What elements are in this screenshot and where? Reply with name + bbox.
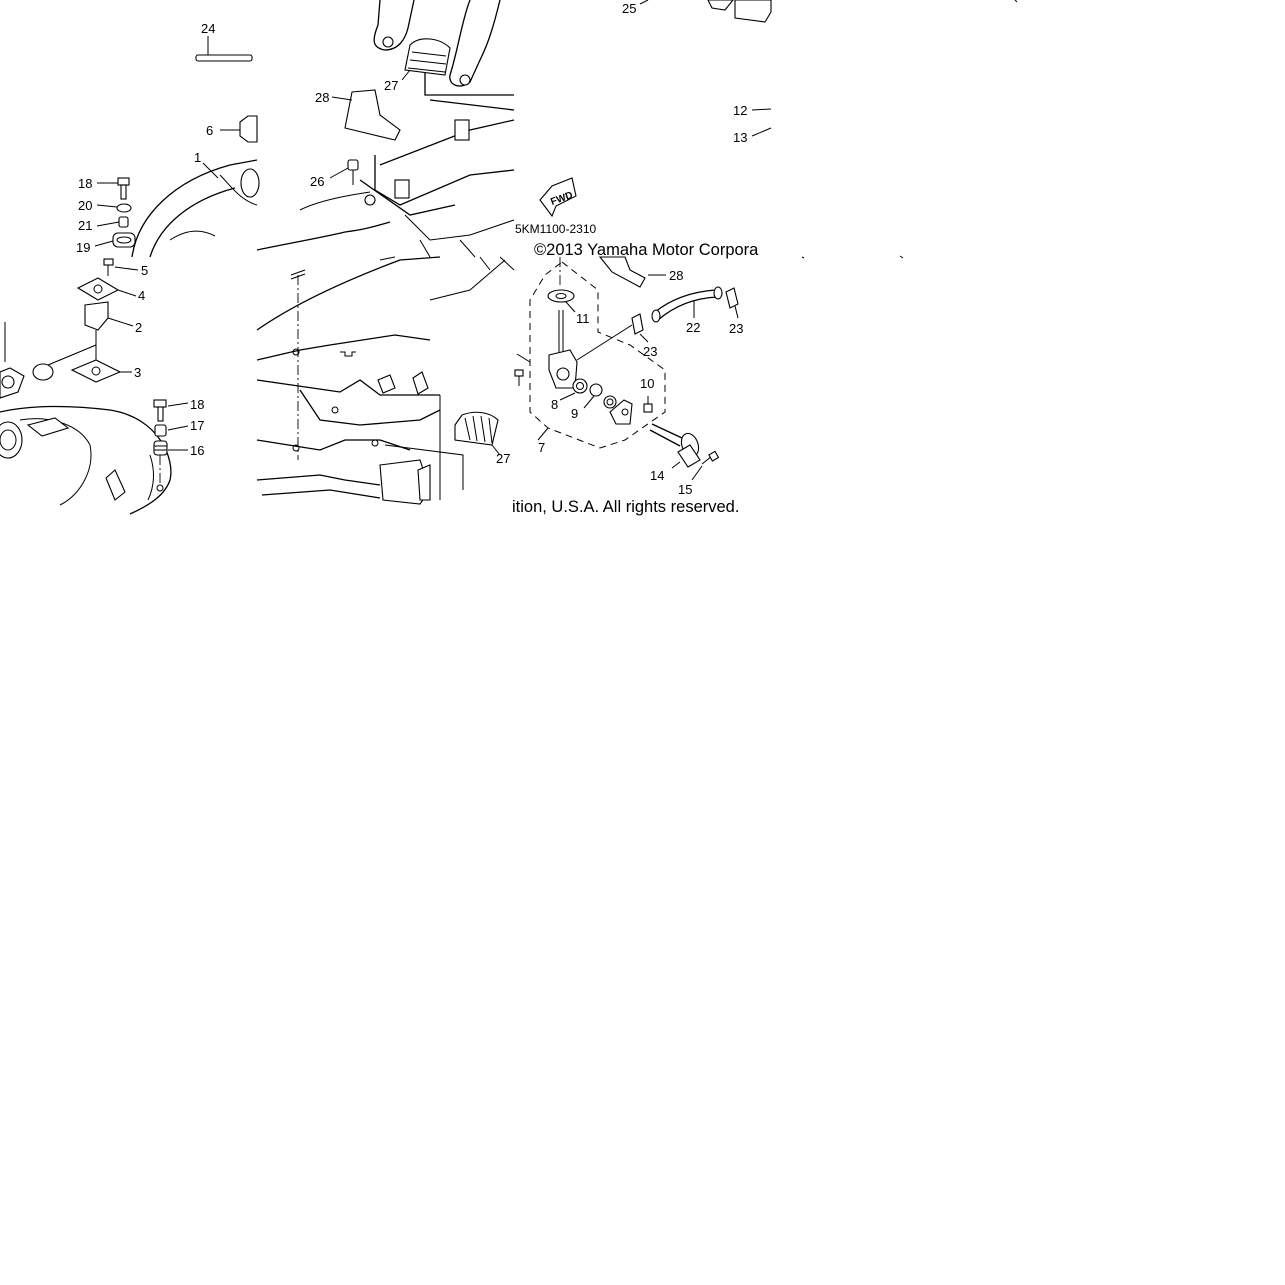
pin-part-24 xyxy=(195,36,253,62)
callout-17: 17 xyxy=(190,418,204,433)
bolt-part-5 xyxy=(103,258,139,276)
fwd-arrow: FWD xyxy=(539,177,577,218)
fuel-strainer xyxy=(548,310,633,389)
hose-clip-part-23-right xyxy=(725,287,739,319)
fuel-tank-part-1 xyxy=(131,159,260,258)
diagram-callouts-tile1: 24 6 1 18 20 21 19 xyxy=(76,21,215,255)
copyright-bottom: ition, U.S.A. All rights reserved. xyxy=(512,498,739,516)
diagram-callouts-tile6: 28 11 22 23 23 10 8 9 7 14 15 xyxy=(538,268,743,497)
cover-plate-part-4 xyxy=(76,277,137,301)
callout-12: 12 xyxy=(733,103,747,118)
filler-neck xyxy=(0,322,25,399)
fuel-hose-part-22 xyxy=(651,286,723,323)
callout-24: 24 xyxy=(201,21,215,36)
washer-part-9 xyxy=(583,383,603,409)
diagram-callouts-tile2: 27 28 26 xyxy=(310,78,398,189)
tile-fuel-sender: 5 4 2 3 18 17 16 xyxy=(0,258,204,515)
callout-5: 5 xyxy=(141,263,148,278)
callout-26: 26 xyxy=(310,174,324,189)
bolt-part-18-top xyxy=(97,177,130,200)
diagram-callouts-tile3: 25 12 13 xyxy=(622,1,747,145)
callout-20: 20 xyxy=(78,198,92,213)
seal-part xyxy=(603,395,617,409)
callout-27-lower: 27 xyxy=(496,451,510,466)
callout-9: 9 xyxy=(571,406,578,421)
callout-15: 15 xyxy=(678,482,692,497)
callout-3: 3 xyxy=(134,365,141,380)
callout-8: 8 xyxy=(551,397,558,412)
callout-2: 2 xyxy=(135,320,142,335)
callout-16: 16 xyxy=(190,443,204,458)
diagram-callouts-tile5: 27 xyxy=(496,451,510,466)
diagram-callouts-tile4: 5 4 2 3 18 17 16 xyxy=(134,263,204,458)
callout-11: 11 xyxy=(576,311,590,326)
callout-23-right: 23 xyxy=(729,321,743,336)
frame-structure-bottom xyxy=(256,256,515,505)
leader-12 xyxy=(751,108,772,111)
gasket-part-3 xyxy=(70,359,132,383)
callout-1: 1 xyxy=(194,150,201,165)
part-code: 5KM1100-2310 xyxy=(515,222,596,236)
callout-27: 27 xyxy=(384,78,398,93)
callout-22: 22 xyxy=(686,320,700,335)
plate-part-28-top xyxy=(331,89,401,141)
plate-part-28-bottom xyxy=(598,256,666,288)
screw-part-15 xyxy=(691,450,720,481)
collar-part-21 xyxy=(96,216,129,228)
edge-artifacts xyxy=(801,0,1018,259)
callout-19: 19 xyxy=(76,240,90,255)
tile-top-right: 5KM1100-2310 ©2013 Yamaha Motor Corpora … xyxy=(515,0,772,259)
screw-part-left xyxy=(514,353,531,386)
callout-13: 13 xyxy=(733,130,747,145)
bolt-part-18-bottom xyxy=(153,399,189,422)
callout-7: 7 xyxy=(538,440,545,455)
tile-frame-top: FWD 27 28 26 xyxy=(256,0,577,258)
callout-28-lower: 28 xyxy=(669,268,683,283)
callout-10: 10 xyxy=(640,376,654,391)
bolt-part-26 xyxy=(329,159,376,206)
bracket-part-25 xyxy=(639,0,772,23)
lever-part-14 xyxy=(649,423,701,469)
tile-fuel-cock: ition, U.S.A. All rights reserved. 28 11… xyxy=(512,256,743,516)
grommet-part-19 xyxy=(94,232,136,248)
callout-14: 14 xyxy=(650,468,664,483)
frame-structure-top xyxy=(256,0,515,258)
leader-13 xyxy=(751,127,772,137)
fuel-tank-lower xyxy=(0,405,172,515)
sender-unit-part-2 xyxy=(32,301,134,381)
copyright-top: ©2013 Yamaha Motor Corpora xyxy=(534,241,759,259)
fuel-cock-assembly-part-7 xyxy=(529,261,666,449)
grommet-part-16 xyxy=(153,440,188,485)
callout-21: 21 xyxy=(78,218,92,233)
callout-18-lower: 18 xyxy=(190,397,204,412)
tile-fuel-tank-cap: 24 6 1 18 20 21 19 xyxy=(76,21,260,258)
callout-28: 28 xyxy=(315,90,329,105)
collar-part-17 xyxy=(154,424,189,437)
damper-part-27-top xyxy=(401,38,451,81)
callout-4: 4 xyxy=(138,288,145,303)
gasket-part-11 xyxy=(547,257,576,313)
washer-part-20 xyxy=(96,203,132,213)
cap-part-6 xyxy=(220,115,258,143)
tile-frame-bottom: 27 xyxy=(256,256,515,505)
callout-23-left: 23 xyxy=(643,344,657,359)
callout-6: 6 xyxy=(206,123,213,138)
callout-18: 18 xyxy=(78,176,92,191)
screw-part-10 xyxy=(643,396,653,413)
damper-part-27-bottom xyxy=(384,411,501,490)
callout-25: 25 xyxy=(622,1,636,16)
hose-clip-part-23-left xyxy=(631,313,649,343)
o-ring-part-8 xyxy=(559,378,588,401)
plate-part xyxy=(609,399,633,425)
